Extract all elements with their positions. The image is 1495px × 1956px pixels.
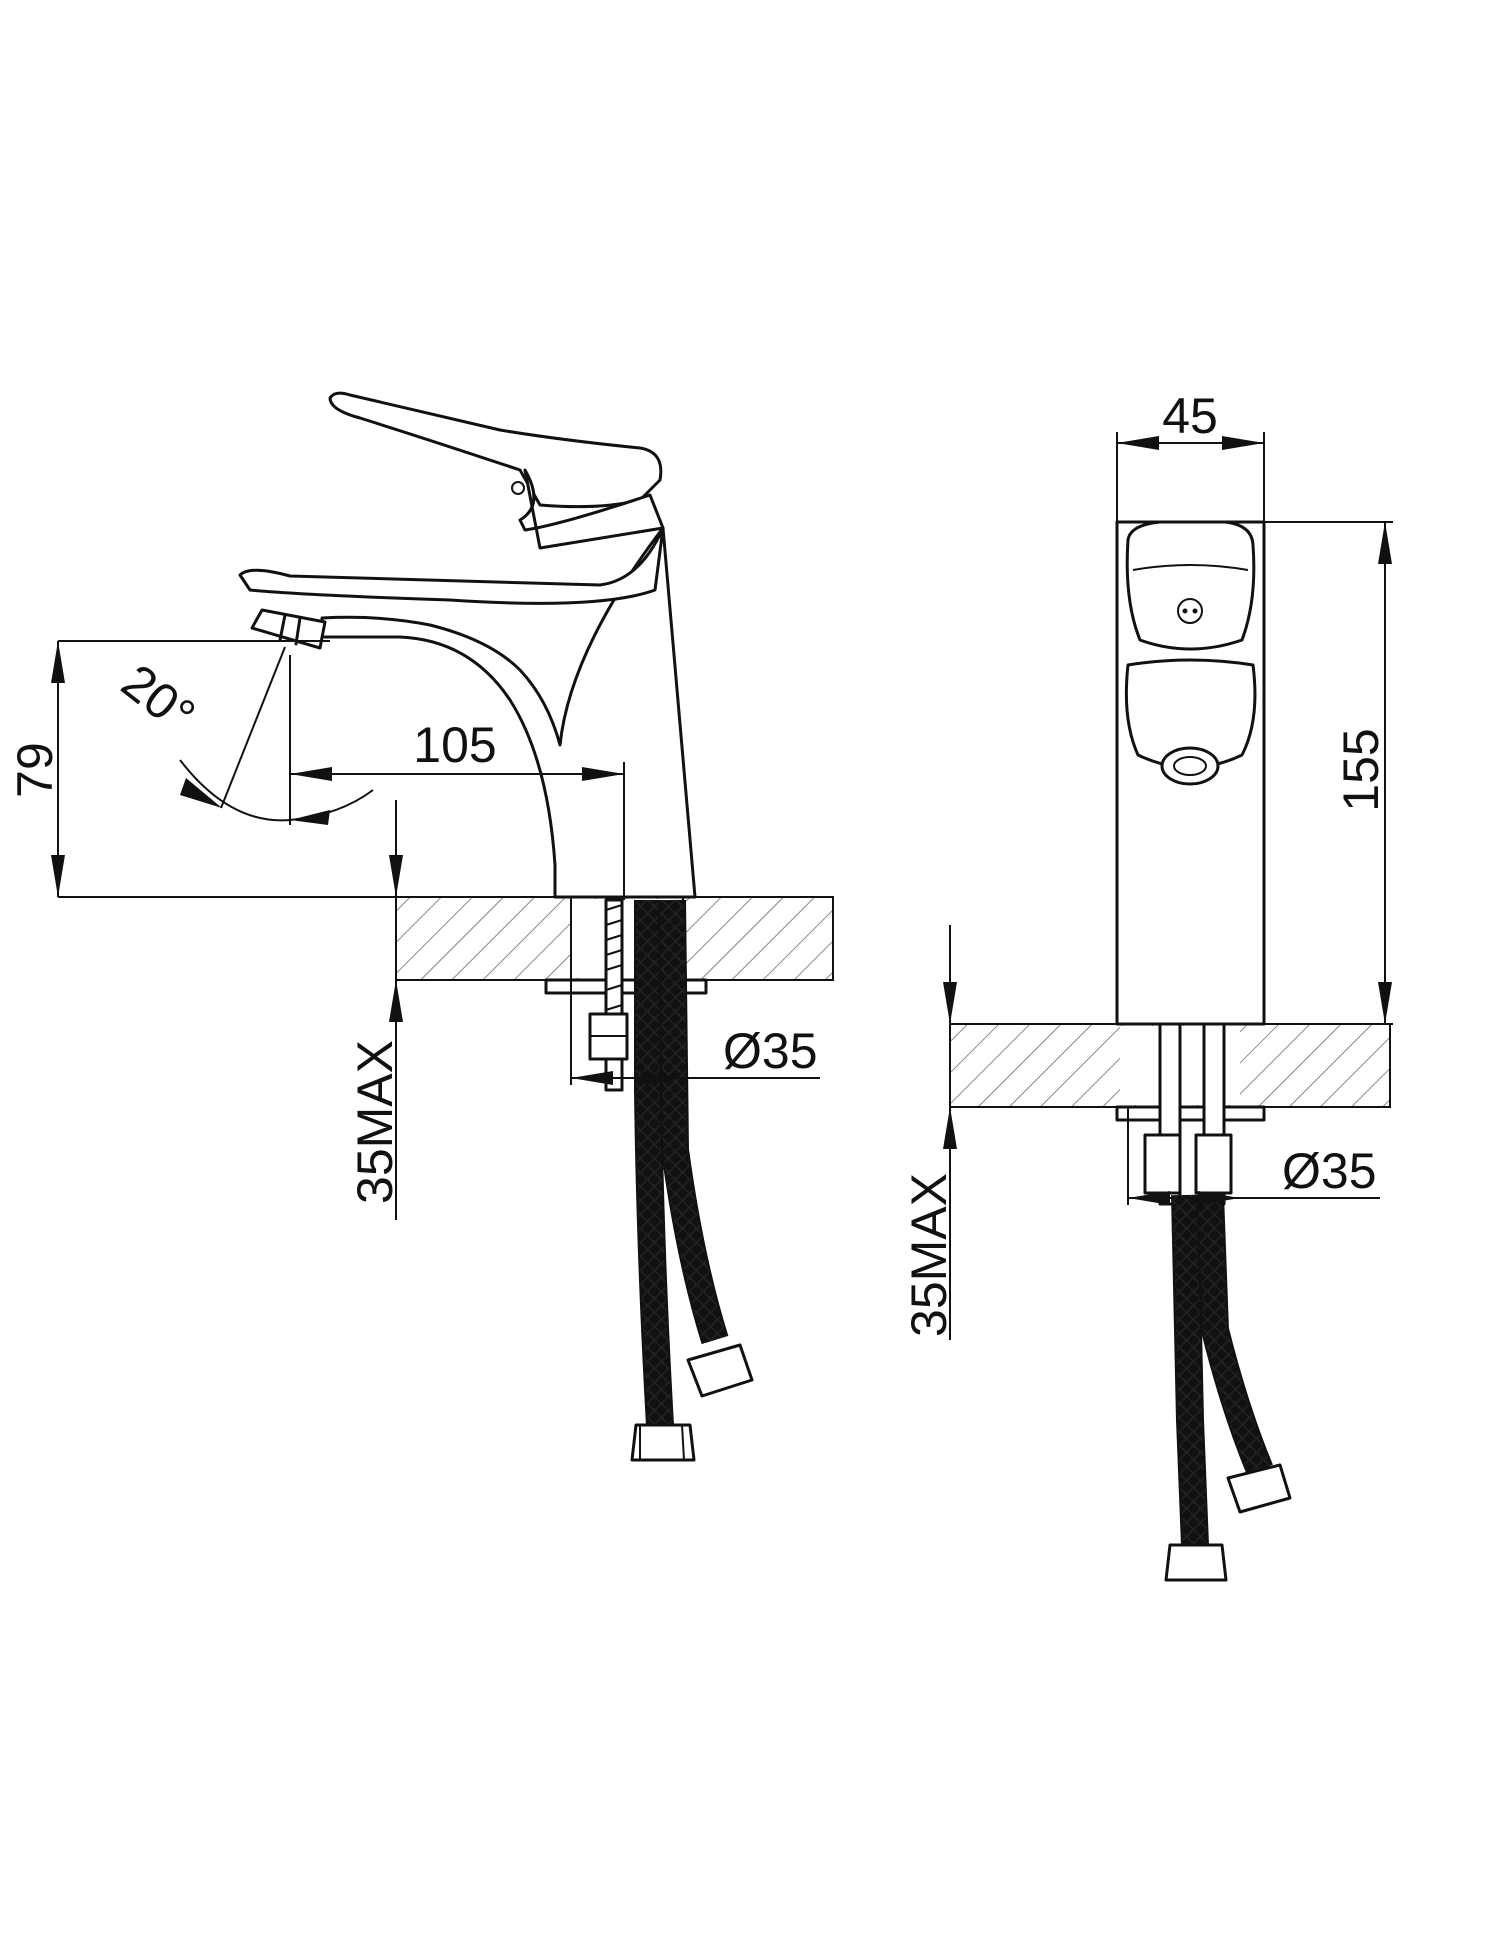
dim-height-79-label: 79 <box>7 742 63 798</box>
dim-height-155: 155 <box>1190 521 1393 1025</box>
dim-height-155-label: 155 <box>1333 728 1389 811</box>
handle-front <box>1125 520 1256 651</box>
dim-hole-35-label: Ø35 <box>723 1023 818 1079</box>
dim-width-45: 45 <box>1116 388 1265 522</box>
dim-deck-35max: 35MAX <box>347 800 403 1220</box>
handle-base <box>518 468 665 550</box>
dim-hole-35: Ø35 <box>570 980 820 1085</box>
dim-height-79: 79 <box>7 640 400 898</box>
dim-angle-20: 20° <box>111 646 374 825</box>
hose-nut-front-1 <box>1164 1543 1228 1582</box>
spout-front <box>1124 658 1257 769</box>
base-nut-front <box>1115 1105 1266 1122</box>
handle-lever <box>328 391 663 509</box>
dim-deck-35max-front: 35MAX <box>901 925 957 1340</box>
dim-width-45-label: 45 <box>1162 388 1218 444</box>
dim-reach-105: 105 <box>289 655 625 900</box>
hose-nut-front-2 <box>1226 1463 1292 1514</box>
threaded-stud <box>604 898 624 1092</box>
dim-angle-20-label: 20° <box>111 653 205 744</box>
hex-nut-front-2 <box>1194 1133 1233 1195</box>
aerator-front <box>1160 746 1220 786</box>
dim-reach-105-label: 105 <box>413 717 496 773</box>
hose-nut-1 <box>630 1423 696 1462</box>
dim-hole-35-front-label: Ø35 <box>1282 1143 1377 1199</box>
side-view: 79 20° 105 Ø35 <box>7 391 834 1462</box>
hex-nut-front-1 <box>1143 1133 1182 1195</box>
dim-deck-35max-label: 35MAX <box>347 1040 403 1204</box>
handle-screw <box>511 481 525 495</box>
dim-hole-35-front: Ø35 <box>1127 1107 1380 1205</box>
spout <box>238 526 665 605</box>
aerator <box>250 608 327 650</box>
front-view: 45 155 Ø35 35MAX <box>901 388 1393 1582</box>
faucet-body <box>320 526 697 899</box>
dim-deck-35max-front-label: 35MAX <box>901 1173 957 1337</box>
hose-nut-2 <box>686 1343 754 1398</box>
handle-screw-front <box>1177 598 1203 624</box>
